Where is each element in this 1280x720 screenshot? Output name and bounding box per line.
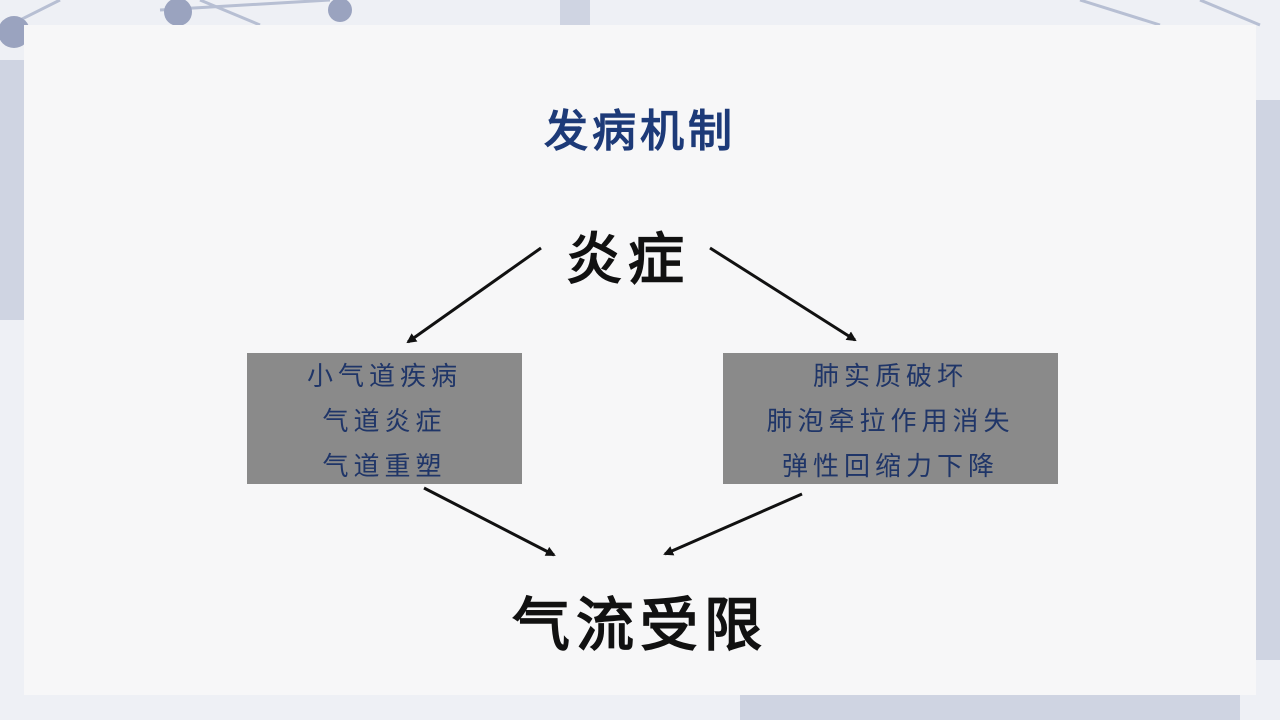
box-line: 小气道疾病 — [306, 362, 462, 392]
arrow-right-bottom — [663, 492, 803, 556]
box-line: 气道重塑 — [322, 452, 447, 482]
node-inflammation: 炎症 — [566, 227, 690, 293]
arrow-top-left — [406, 246, 542, 344]
box-parenchymal-destruction: 肺实质破坏 肺泡牵拉作用消失 弹性回缩力下降 — [723, 353, 1058, 484]
box-line: 肺实质破坏 — [812, 362, 968, 392]
node-airflow-limitation: 气流受限 — [511, 591, 768, 659]
box-line: 肺泡牵拉作用消失 — [766, 407, 1015, 437]
arrow-left-bottom — [423, 486, 556, 557]
box-line: 弹性回缩力下降 — [781, 452, 999, 482]
box-line: 气道炎症 — [322, 407, 447, 437]
box-small-airway-disease: 小气道疾病 气道炎症 气道重塑 — [247, 353, 522, 484]
page-title: 发病机制 — [544, 106, 736, 157]
arrow-top-right — [709, 246, 857, 342]
